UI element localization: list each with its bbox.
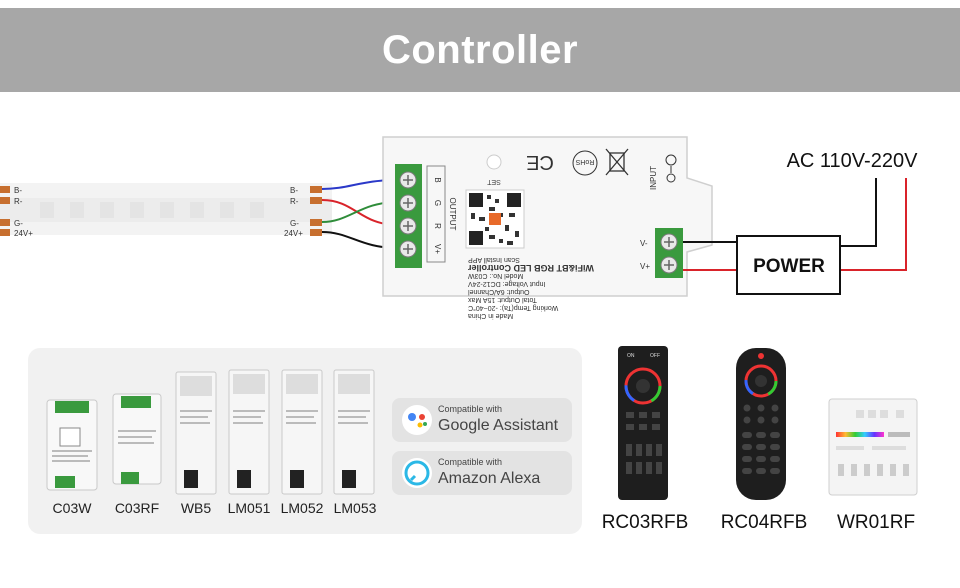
title-banner: Controller: [0, 8, 960, 92]
remote-label-wr01rf: WR01RF: [836, 512, 916, 533]
spec-line-4: Total Output: 15A Max: [468, 296, 537, 303]
scan-app-label: Scan Install APP: [468, 256, 520, 263]
strip-label-right-2: G-: [290, 219, 299, 228]
weee-icon: [605, 148, 629, 176]
input-terminal-vminus: V-: [640, 239, 648, 248]
wiring-diagram: B- R- G- 24V+ B- R- G- 24V+ B G R: [0, 136, 918, 319]
rc03rfb-on-label: ON: [627, 353, 635, 359]
power-wires: [683, 178, 907, 271]
spec-line-2: Input Voltage: DC12-24V: [468, 280, 546, 287]
strip-label-right-0: B-: [290, 186, 298, 195]
device-c03w: [46, 399, 98, 491]
remote-label-rc03rfb: RC03RFB: [601, 512, 689, 533]
model-label-c03w: C03W: [52, 500, 92, 516]
strip-label-right-3: 24V+: [284, 229, 303, 238]
strip-label-right-1: R-: [290, 197, 299, 206]
device-lm053: [333, 369, 375, 495]
controller-device: B G R V+ OUTPUT SET WiFi&BT RGB LED Cont…: [382, 136, 713, 319]
ce-mark: CE: [526, 151, 554, 173]
spec-line-1: Model No.: C03W: [468, 272, 524, 279]
spec-line-3: Output: 6A/Channel: [468, 288, 530, 295]
device-c03rf: [112, 393, 162, 485]
output-terminal-b: B: [433, 177, 442, 182]
remote-label-rc04rfb: RC04RFB: [720, 512, 808, 533]
spec-line-5: Working Temp(Ta): -20~40°C: [468, 304, 558, 312]
model-label-lm051: LM051: [227, 500, 271, 516]
spec-line-0: WiFi&BT RGB LED Controller: [468, 263, 594, 273]
output-terminal-r: R: [433, 223, 442, 229]
set-label: SET: [486, 178, 500, 185]
model-label-lm053: LM053: [333, 500, 377, 516]
page-title: Controller: [381, 27, 579, 72]
strip-label-left-0: B-: [14, 186, 22, 195]
output-terminal-vplus: V+: [433, 244, 442, 254]
model-label-wb5: WB5: [180, 500, 212, 516]
strip-label-left-1: R-: [14, 197, 23, 206]
remote-rc04rfb: [736, 348, 786, 500]
alexa-icon: [402, 458, 432, 488]
wall-panel-wr01rf: [828, 398, 918, 496]
input-label: INPUT: [649, 166, 658, 190]
device-lm052: [281, 369, 323, 495]
alexa-small-text: Compatible with: [438, 457, 503, 467]
remote-rc03rfb: ON OFF: [618, 346, 668, 500]
rc03rfb-off-label: OFF: [650, 353, 660, 359]
spec-line-6: Made in China: [468, 312, 513, 319]
ac-voltage-label: AC 110V-220V: [787, 150, 918, 172]
qr-code: [465, 189, 525, 249]
output-terminal-g: G: [433, 200, 442, 206]
led-strip: B- R- G- 24V+ B- R- G- 24V+: [0, 183, 332, 238]
google-assistant-icon: [402, 405, 432, 435]
amazon-alexa-badge: Compatible with Amazon Alexa: [392, 451, 572, 495]
output-label: OUTPUT: [448, 198, 457, 231]
google-big-text: Google Assistant: [438, 417, 559, 434]
google-small-text: Compatible with: [438, 404, 503, 414]
device-lm051: [228, 369, 270, 495]
model-label-lm052: LM052: [280, 500, 324, 516]
strip-label-left-3: 24V+: [14, 229, 33, 238]
power-supply-box: [736, 235, 841, 295]
google-assistant-badge: Compatible with Google Assistant: [392, 398, 572, 442]
model-label-c03rf: C03RF: [114, 500, 160, 516]
power-label: POWER: [753, 256, 825, 277]
device-wb5: [175, 371, 217, 495]
dc-polarity-icon: [665, 154, 677, 183]
input-terminal-vplus: V+: [640, 262, 650, 271]
rohs-mark: RoHS: [575, 158, 594, 165]
strip-label-left-2: G-: [14, 219, 23, 228]
alexa-big-text: Amazon Alexa: [438, 470, 541, 487]
